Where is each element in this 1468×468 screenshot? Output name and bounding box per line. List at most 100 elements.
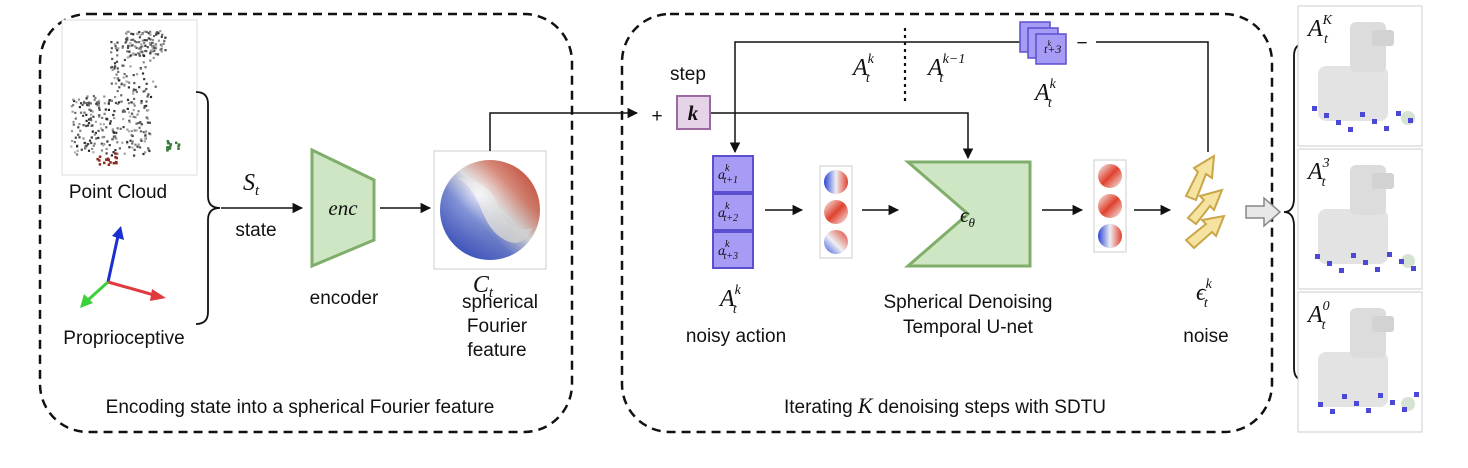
- point-cloud-dot: [83, 102, 86, 105]
- point-cloud-dot: [127, 30, 130, 33]
- point-cloud-dot: [139, 138, 143, 141]
- point-cloud-dot: [120, 83, 123, 86]
- point-cloud-dot: [106, 140, 109, 143]
- point-cloud-dot: [72, 120, 75, 124]
- point-cloud-dot: [137, 110, 140, 113]
- point-cloud-dot: [87, 102, 90, 105]
- point-cloud-dot: [101, 116, 104, 119]
- point-cloud-dot: [113, 76, 116, 80]
- point-cloud-dot: [130, 32, 133, 35]
- point-cloud-dot: [149, 95, 153, 99]
- point-cloud-dot: [94, 120, 98, 123]
- point-cloud-dot: [143, 106, 146, 109]
- result-robot-body: [1318, 66, 1388, 121]
- point-cloud-dot: [85, 119, 88, 122]
- point-cloud-dot: [122, 64, 125, 67]
- point-cloud-dot: [90, 119, 93, 122]
- point-cloud-dot: [96, 157, 99, 161]
- point-cloud-dot: [120, 100, 123, 103]
- point-cloud-dot: [110, 41, 113, 44]
- point-cloud-dot: [85, 113, 88, 116]
- point-cloud-dot: [115, 156, 118, 160]
- result-action-point: [1318, 402, 1323, 407]
- point-cloud-dot: [145, 130, 148, 133]
- point-cloud-dot: [142, 54, 145, 57]
- point-cloud-dot: [142, 61, 145, 64]
- point-cloud-dot: [166, 146, 169, 149]
- point-cloud-dot: [77, 98, 81, 101]
- point-cloud-dot: [79, 129, 82, 132]
- result-action-point: [1330, 409, 1335, 414]
- spherical-feature-image: [433, 150, 547, 270]
- point-cloud-dot: [108, 144, 111, 147]
- point-cloud-dot: [87, 143, 90, 146]
- point-cloud-dot: [123, 72, 126, 76]
- point-cloud-dot: [82, 100, 86, 103]
- point-cloud-dot: [109, 161, 112, 164]
- point-cloud-dot: [138, 53, 141, 56]
- point-cloud-dot: [116, 67, 119, 70]
- result-action-point: [1402, 407, 1407, 412]
- result-action-point: [1351, 253, 1356, 258]
- point-cloud-dot: [139, 130, 142, 133]
- point-cloud-dot: [146, 117, 149, 120]
- point-cloud-dot: [89, 117, 92, 120]
- point-cloud-dot: [99, 123, 102, 126]
- point-cloud-dot: [107, 102, 110, 105]
- point-cloud-dot: [112, 161, 116, 165]
- result-robot-gripper: [1372, 173, 1394, 189]
- point-cloud-dot: [151, 45, 154, 48]
- point-cloud-dot: [154, 52, 157, 56]
- point-cloud-dot: [88, 108, 91, 111]
- result-action-point: [1342, 394, 1347, 399]
- point-cloud-dot: [123, 152, 126, 155]
- point-cloud-dot: [132, 33, 135, 36]
- point-cloud-dot: [148, 132, 151, 135]
- point-cloud-dot: [144, 134, 147, 137]
- point-cloud-dot: [133, 154, 136, 157]
- point-cloud-dot: [148, 121, 151, 124]
- point-cloud-dot: [85, 124, 88, 128]
- point-cloud-dot: [116, 54, 119, 57]
- encoder-block: [310, 147, 376, 269]
- action-stack-icon: t+3k: [1019, 21, 1067, 65]
- point-cloud-dot: [113, 67, 116, 70]
- point-cloud-dot: [82, 124, 85, 127]
- point-cloud-dot: [129, 115, 132, 118]
- point-cloud-dot: [78, 106, 81, 109]
- point-cloud-dot: [70, 130, 74, 133]
- point-cloud-dot: [159, 43, 162, 46]
- plus-sign: +: [651, 106, 662, 127]
- point-cloud-dot: [129, 54, 132, 57]
- point-cloud-dot: [113, 62, 117, 65]
- result-action-point: [1408, 118, 1413, 123]
- point-cloud-dot: [152, 80, 155, 83]
- point-cloud-dot: [70, 145, 73, 148]
- point-cloud-dot: [92, 151, 95, 154]
- point-cloud-dot: [126, 107, 129, 110]
- point-cloud-dot: [72, 104, 75, 107]
- point-cloud-dot: [107, 163, 111, 166]
- point-cloud-dot: [86, 124, 90, 127]
- point-cloud-dot: [113, 135, 116, 138]
- point-cloud-dot: [110, 154, 113, 157]
- point-cloud-dot: [100, 142, 103, 145]
- point-cloud-dot: [79, 111, 83, 114]
- point-cloud-dot: [145, 109, 149, 112]
- point-cloud-dot: [88, 139, 92, 142]
- result-action-point: [1348, 127, 1353, 132]
- point-cloud-dot: [93, 142, 96, 145]
- point-cloud-dot: [115, 73, 118, 76]
- point-cloud-dot: [78, 136, 81, 139]
- point-cloud-dot: [149, 59, 152, 62]
- point-cloud-dot: [114, 101, 118, 105]
- point-cloud-dot: [163, 40, 166, 43]
- point-cloud-dot: [134, 88, 137, 91]
- point-cloud-dot: [139, 46, 142, 49]
- point-cloud-dot: [103, 102, 106, 105]
